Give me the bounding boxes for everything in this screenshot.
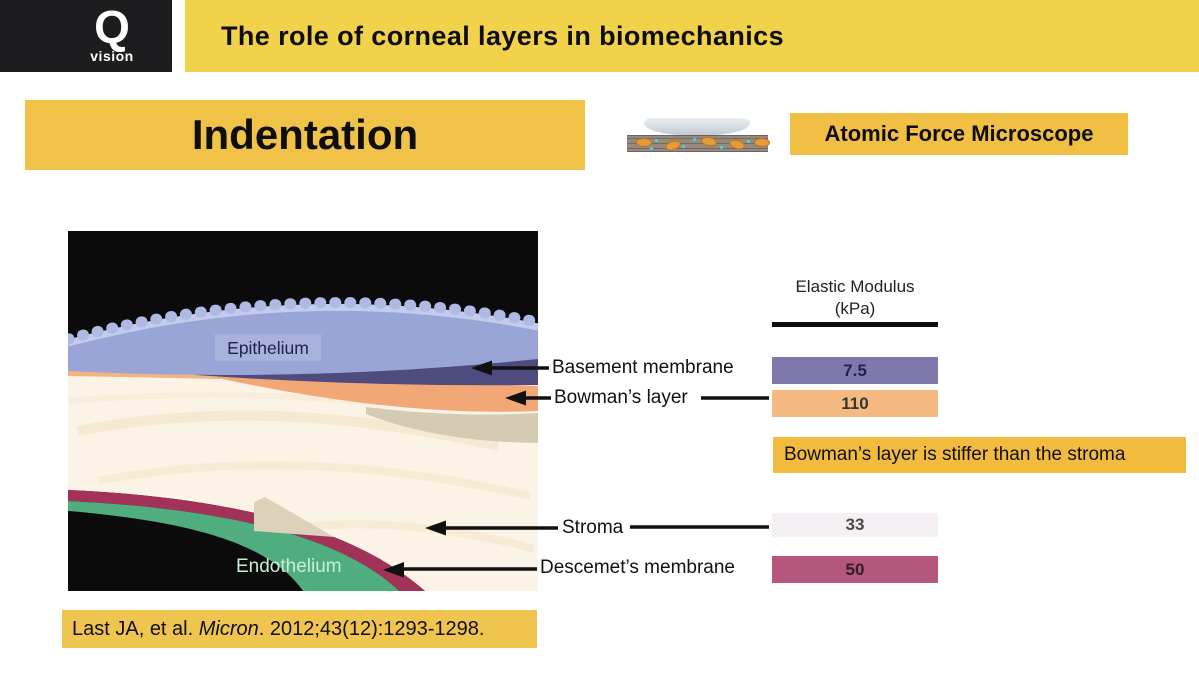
afm-probe-lens bbox=[644, 118, 750, 135]
bar-value: 110 bbox=[841, 393, 869, 413]
qvision-logo-word: vision bbox=[90, 48, 134, 65]
qvision-logo: Q vision bbox=[0, 0, 172, 72]
afm-caption-label: Atomic Force Microscope bbox=[824, 121, 1094, 146]
indentation-banner-label: Indentation bbox=[191, 111, 419, 158]
cut-surface-tan bbox=[366, 407, 538, 443]
stroma-fiber-streak bbox=[68, 391, 379, 406]
afm-particle-dot bbox=[747, 140, 750, 143]
afm-particle-dot bbox=[682, 145, 685, 148]
citation-journal: Micron bbox=[198, 617, 259, 640]
bar-value: 7.5 bbox=[843, 360, 867, 380]
bar-basement-membrane: 7.5 bbox=[772, 357, 938, 384]
bar-stroma: 33 bbox=[772, 513, 938, 537]
slide-title: The role of corneal layers in biomechani… bbox=[221, 20, 784, 51]
citation-box: Last JA, et al. Micron. 2012;43(12):1293… bbox=[62, 610, 537, 648]
callout-bowmans-layer: Bowman’s layer bbox=[554, 387, 688, 408]
epithelium-label-box bbox=[215, 334, 321, 361]
afm-cell-blob bbox=[636, 138, 652, 147]
cornea-diagram: Epithelium Endothelium bbox=[68, 231, 538, 591]
afm-caption: Atomic Force Microscope bbox=[790, 113, 1128, 155]
bar-bowmans-layer: 110 bbox=[772, 390, 938, 417]
endothelium-layer bbox=[68, 501, 399, 591]
section-cut-wedge bbox=[254, 497, 334, 537]
stroma-fiber-streak bbox=[97, 461, 531, 500]
citation-suffix: . 2012;43(12):1293-1298. bbox=[258, 617, 485, 640]
callout-stroma: Stroma bbox=[562, 517, 624, 538]
descemet-membrane-layer bbox=[68, 490, 425, 591]
afm-particle-dot bbox=[655, 139, 658, 142]
elastic-modulus-header: Elastic Modulus (kPa) bbox=[772, 276, 938, 321]
elastic-modulus-unit: (kPa) bbox=[834, 299, 876, 319]
indentation-banner: Indentation bbox=[25, 100, 585, 170]
afm-particle-dot bbox=[693, 138, 696, 141]
callout-basement-membrane: Basement membrane bbox=[552, 357, 734, 378]
citation-prefix: Last JA, et al. bbox=[72, 617, 199, 640]
bowman-layer bbox=[218, 374, 538, 412]
anterior-chamber-dark bbox=[68, 511, 303, 591]
callout-descemets-membrane: Descemet’s membrane bbox=[540, 557, 736, 578]
title-band: The role of corneal layers in biomechani… bbox=[185, 0, 1199, 72]
elastic-modulus-rule bbox=[772, 322, 938, 327]
bar-value: 33 bbox=[845, 515, 865, 534]
afm-illustration bbox=[625, 116, 771, 158]
bar-descemets-membrane: 50 bbox=[772, 556, 938, 583]
epithelium-label: Epithelium bbox=[227, 338, 309, 358]
qvision-logo-icon: Q bbox=[94, 0, 130, 53]
afm-cell-blob bbox=[754, 138, 770, 147]
cornea-diagram-svg: Epithelium Endothelium bbox=[68, 231, 538, 591]
note-text: Bowman’s layer is stiffer than the strom… bbox=[784, 444, 1126, 465]
bar-value: 50 bbox=[845, 559, 865, 579]
afm-particle-dot bbox=[650, 147, 653, 150]
endothelium-label: Endothelium bbox=[236, 556, 342, 577]
afm-particle-dot bbox=[720, 146, 723, 149]
elastic-modulus-title: Elastic Modulus bbox=[795, 277, 915, 296]
note-box: Bowman’s layer is stiffer than the strom… bbox=[773, 437, 1186, 473]
epithelium-bumps bbox=[68, 297, 538, 345]
